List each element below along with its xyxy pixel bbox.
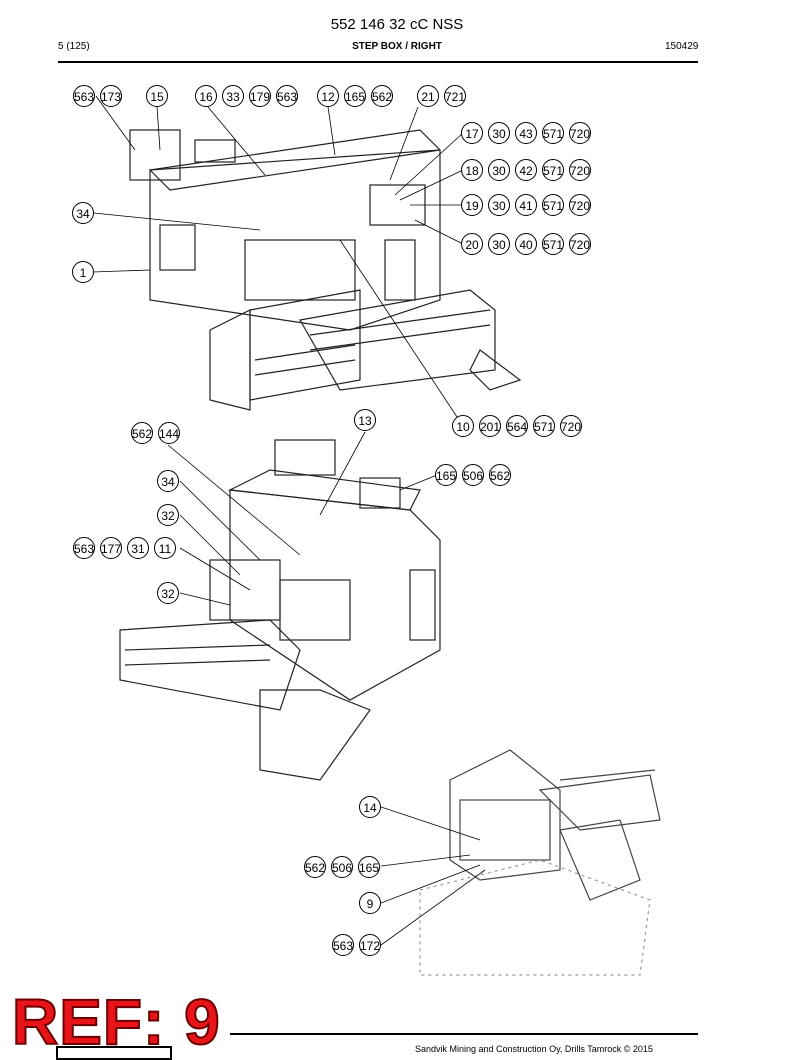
header-rule [58,61,698,63]
page-number: 5 (125) [58,41,90,52]
callout-bubble: 173 [100,85,122,107]
callout-bubble: 30 [488,233,510,255]
callout-bubble: 15 [146,85,168,107]
date-code: 150429 [665,41,699,52]
callout-bubble: 179 [249,85,271,107]
callout-bubble: 16 [195,85,217,107]
callout-bubble: 571 [542,233,564,255]
callout-bubble: 720 [569,159,591,181]
callout-bubble: 562 [131,422,153,444]
callout-bubble: 42 [515,159,537,181]
callout-bubble: 571 [542,159,564,181]
callout-bubble: 165 [435,464,457,486]
callout-bubble: 11 [154,537,176,559]
leader-lines [92,95,486,946]
callout-bubble: 571 [533,415,555,437]
callout-bubble: 506 [331,856,353,878]
callout-bubble: 34 [72,202,94,224]
callout-bubble: 21 [417,85,439,107]
sandvik-logo [56,1046,172,1060]
callout-bubble: 144 [158,422,180,444]
callout-bubble: 571 [542,122,564,144]
callout-bubble: 32 [157,582,179,604]
callout-bubble: 33 [222,85,244,107]
callout-bubble: 201 [479,415,501,437]
callout-bubble: 30 [488,122,510,144]
callout-bubble: 720 [560,415,582,437]
section-title: STEP BOX / RIGHT [352,41,442,52]
callout-bubble: 30 [488,194,510,216]
callout-bubble: 506 [462,464,484,486]
callout-bubble: 165 [344,85,366,107]
callout-bubble: 30 [488,159,510,181]
callout-bubble: 177 [100,537,122,559]
callout-bubble: 41 [515,194,537,216]
callout-bubble: 13 [354,409,376,431]
callout-bubble: 563 [276,85,298,107]
callout-bubble: 563 [73,537,95,559]
callout-bubble: 14 [359,796,381,818]
callout-bubble: 43 [515,122,537,144]
top-assembly-drawing [129,129,522,411]
callout-bubble: 720 [569,233,591,255]
callout-bubble: 562 [489,464,511,486]
callout-bubble: 564 [506,415,528,437]
callout-bubble: 31 [127,537,149,559]
footer-rule [230,1033,698,1035]
callout-bubble: 563 [332,934,354,956]
callout-bubble: 571 [542,194,564,216]
callout-bubble: 19 [461,194,483,216]
middle-assembly-drawing [119,439,441,781]
callout-bubble: 720 [569,194,591,216]
callout-bubble: 9 [359,892,381,914]
callout-bubble: 40 [515,233,537,255]
callout-bubble: 720 [569,122,591,144]
callout-bubble: 562 [304,856,326,878]
callout-bubble: 1 [72,261,94,283]
callout-bubble: 563 [73,85,95,107]
copyright-footer: Sandvik Mining and Construction Oy, Dril… [415,1044,653,1054]
callout-bubble: 10 [452,415,474,437]
callout-bubble: 32 [157,504,179,526]
callout-bubble: 17 [461,122,483,144]
callout-bubble: 34 [157,470,179,492]
callout-bubble: 172 [359,934,381,956]
bottom-assembly-drawing [419,749,661,976]
callout-bubble: 721 [444,85,466,107]
callout-bubble: 20 [461,233,483,255]
callout-bubble: 165 [358,856,380,878]
callout-bubble: 562 [371,85,393,107]
callout-bubble: 18 [461,159,483,181]
document-title: 552 146 32 cC NSS [330,16,464,33]
callout-bubble: 12 [317,85,339,107]
